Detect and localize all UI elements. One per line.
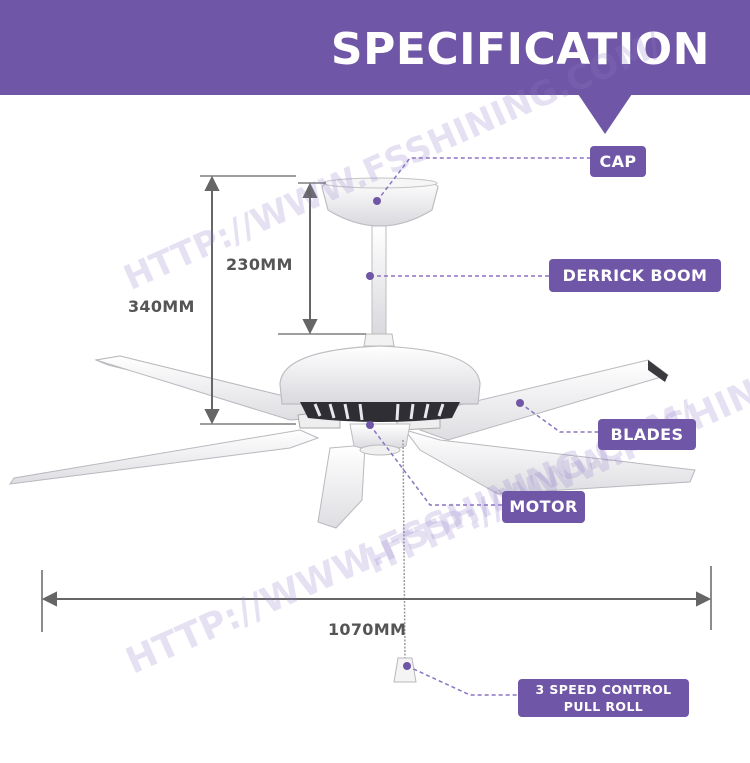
downrod (371, 225, 387, 335)
motor-housing (279, 345, 481, 422)
pull-chain (402, 439, 406, 659)
marker-blades (516, 399, 524, 407)
dimension-total-height: 340MM (128, 297, 195, 316)
leader-motor (369, 424, 503, 506)
leader-blades (519, 402, 598, 433)
marker-pull-roll (403, 662, 411, 670)
downrod-collar (363, 333, 395, 347)
dim-arrow-1070-left (41, 591, 57, 607)
blade-right-lower (403, 429, 696, 495)
dim-arrow-230-bottom (302, 319, 318, 335)
blade-bottom (317, 444, 366, 529)
label-motor: MOTOR (502, 491, 585, 523)
page-title: SPECIFICATION (330, 24, 710, 75)
marker-motor (366, 421, 374, 429)
dim-arrow-1070-right (696, 591, 712, 607)
dimension-rod-length: 230MM (226, 255, 293, 274)
dim-arrow-340-bottom (204, 409, 220, 425)
marker-derrick-boom (366, 272, 374, 280)
leader-pull-roll (406, 665, 519, 696)
label-pull-roll: 3 SPEED CONTROL PULL ROLL (518, 679, 689, 717)
label-pull-roll-line2: PULL ROLL (563, 699, 644, 714)
header-banner: SPECIFICATION (0, 0, 750, 95)
blade-back-left (8, 429, 320, 485)
label-cap: CAP (590, 146, 646, 177)
pull-chain-fob (393, 657, 417, 683)
label-pull-roll-line1: 3 SPEED CONTROL (535, 682, 672, 697)
banner-pointer (578, 94, 632, 134)
label-derrick-boom: DERRICK BOOM (549, 259, 721, 292)
label-blades: BLADES (598, 419, 696, 450)
switch-housing (349, 423, 411, 456)
marker-cap (373, 197, 381, 205)
dimension-blade-span: 1070MM (328, 620, 407, 639)
dim-arrow-230-top (302, 182, 318, 198)
dim-arrow-340-top (204, 175, 220, 191)
